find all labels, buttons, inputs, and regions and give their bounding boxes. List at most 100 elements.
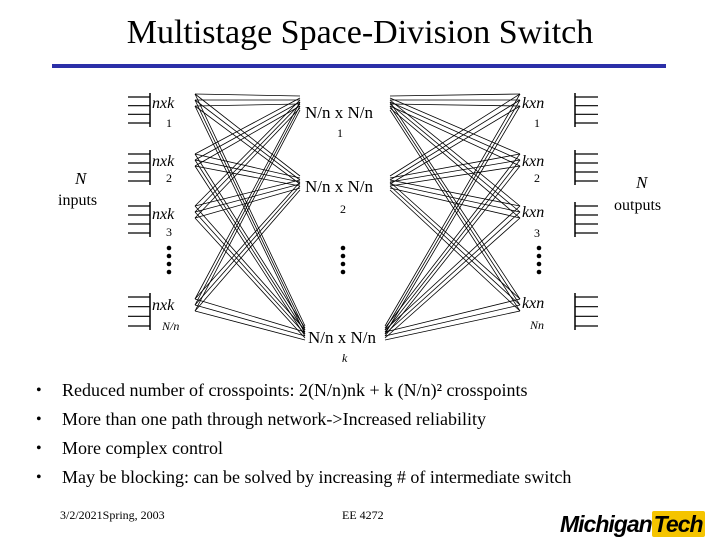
inputs-label: inputs <box>58 192 97 209</box>
link-stage1-stage2 <box>194 153 301 179</box>
link-stage1-stage2 <box>194 211 306 335</box>
link-stage1-stage2 <box>194 109 301 312</box>
link-stage1-stage2 <box>194 99 301 181</box>
bullet-text: More than one path through network->Incr… <box>62 409 487 429</box>
link-stage1-stage2 <box>194 105 301 306</box>
stage3-switch1-index: 1 <box>534 116 540 130</box>
link-stage2-stage3 <box>389 181 521 300</box>
stage3-switch2-name: kxn <box>522 153 544 170</box>
link-stage1-stage2 <box>194 304 306 337</box>
link-stage1-stage2 <box>194 105 301 185</box>
link-stage1-stage2 <box>194 103 301 213</box>
link-stage2-stage3 <box>389 93 521 97</box>
bullet-text: More complex control <box>62 438 223 458</box>
link-stage2-stage3 <box>389 101 521 300</box>
stage2-switch3-name: N/n x N/n <box>308 328 377 347</box>
link-stage2-stage3 <box>389 107 521 219</box>
link-stage2-stage3 <box>389 189 521 312</box>
link-stage1-stage2 <box>194 165 306 337</box>
link-stage2-stage3 <box>389 101 521 161</box>
link-stage1-stage2 <box>194 185 301 306</box>
link-stage2-stage3 <box>389 105 521 185</box>
link-stage2-stage3 <box>389 99 521 207</box>
footer-course: EE 4272 <box>342 508 384 522</box>
link-stage1-stage2 <box>194 97 301 155</box>
stage3-ellipsis <box>536 245 542 275</box>
stage1-ellipsis <box>166 245 172 275</box>
link-stage2-stage3 <box>384 217 521 339</box>
link-stage2-stage3 <box>389 103 521 213</box>
link-stage2-stage3 <box>389 93 521 177</box>
stage1-switch2-name: nxk <box>152 153 175 170</box>
link-stage2-stage3 <box>384 153 521 329</box>
bullet-item: More complex control <box>36 434 696 463</box>
link-stage1-stage2 <box>194 205 306 331</box>
link-stage1-stage2 <box>194 183 301 213</box>
link-stage2-stage3 <box>389 185 521 306</box>
link-stage1-stage2 <box>194 165 301 187</box>
link-stage1-stage2 <box>194 153 306 329</box>
bullet-item: May be blocking: can be solved by increa… <box>36 463 696 492</box>
link-stage1-stage2 <box>194 159 301 183</box>
link-stage2-stage3 <box>389 183 521 213</box>
link-stage2-stage3 <box>389 99 521 181</box>
outputs-label: outputs <box>614 197 661 214</box>
output-count-symbol: N <box>635 173 649 192</box>
link-stage2-stage3 <box>389 179 521 207</box>
stage3-switch4-index: Nn <box>529 318 544 332</box>
link-stage2-stage3 <box>384 298 521 333</box>
link-stage1-stage2 <box>194 101 301 161</box>
link-stage1-stage2 <box>194 217 306 339</box>
link-stage2-stage3 <box>384 159 521 333</box>
stage3-switch4-name: kxn <box>522 295 544 312</box>
bullet-text: Reduced number of crosspoints: 2(N/n)nk … <box>62 380 528 400</box>
link-stage1-stage2 <box>194 93 306 327</box>
stage2-switch3-index: k <box>342 351 348 365</box>
footer-date: 3/2/2021Spring, 2003 <box>60 508 165 522</box>
stage1-switch2-index: 2 <box>166 171 172 185</box>
link-stage1-stage2 <box>194 107 301 219</box>
link-stage2-stage3 <box>384 105 521 335</box>
link-stage2-stage3 <box>389 187 521 219</box>
stage2-switch1-name: N/n x N/n <box>305 103 374 122</box>
stage3-switch2-index: 2 <box>534 171 540 185</box>
link-stage2-stage3 <box>384 304 521 337</box>
link-stage1-stage2 <box>194 101 301 300</box>
bullet-text: May be blocking: can be solved by increa… <box>62 467 572 487</box>
link-stage1-stage2 <box>194 93 301 177</box>
interconnect-lines <box>149 93 576 341</box>
stage3-switch3-name: kxn <box>522 204 544 221</box>
bullet-item: Reduced number of crosspoints: 2(N/n)nk … <box>36 376 696 405</box>
link-stage2-stage3 <box>384 93 521 327</box>
port-ticks <box>128 96 598 327</box>
link-stage2-stage3 <box>389 103 521 107</box>
stage2-switch2-index: 2 <box>340 202 346 216</box>
bullet-list: Reduced number of crosspoints: 2(N/n)nk … <box>36 376 696 492</box>
link-stage1-stage2 <box>194 99 301 207</box>
link-stage1-stage2 <box>194 179 301 207</box>
link-stage1-stage2 <box>194 189 301 312</box>
link-stage1-stage2 <box>194 103 301 107</box>
link-stage1-stage2 <box>194 105 306 335</box>
stage3-switch1-name: kxn <box>522 95 544 112</box>
link-stage2-stage3 <box>384 205 521 331</box>
input-count-symbol: N <box>74 169 88 188</box>
stage1-switch4-index: N/n <box>161 319 179 333</box>
link-stage2-stage3 <box>384 211 521 335</box>
link-stage2-stage3 <box>384 99 521 331</box>
logo-text-part1: Michigan <box>560 511 653 537</box>
title-underline <box>52 64 666 68</box>
link-stage1-stage2 <box>194 93 301 97</box>
university-logo: MichiganTech <box>560 508 720 540</box>
link-stage1-stage2 <box>194 187 301 219</box>
link-stage2-stage3 <box>389 97 521 155</box>
link-stage2-stage3 <box>384 165 521 337</box>
stage1-switch3-index: 3 <box>166 225 172 239</box>
switch-diagram: nxk 1 nxk 2 nxk 3 nxk N/n N/n x N/n 1 N/… <box>58 93 661 365</box>
link-stage2-stage3 <box>384 310 521 341</box>
slide-title: Multistage Space-Division Switch <box>126 14 594 51</box>
link-stage1-stage2 <box>194 105 301 167</box>
stage1-switch4-name: nxk <box>152 297 175 314</box>
link-stage1-stage2 <box>194 298 306 333</box>
